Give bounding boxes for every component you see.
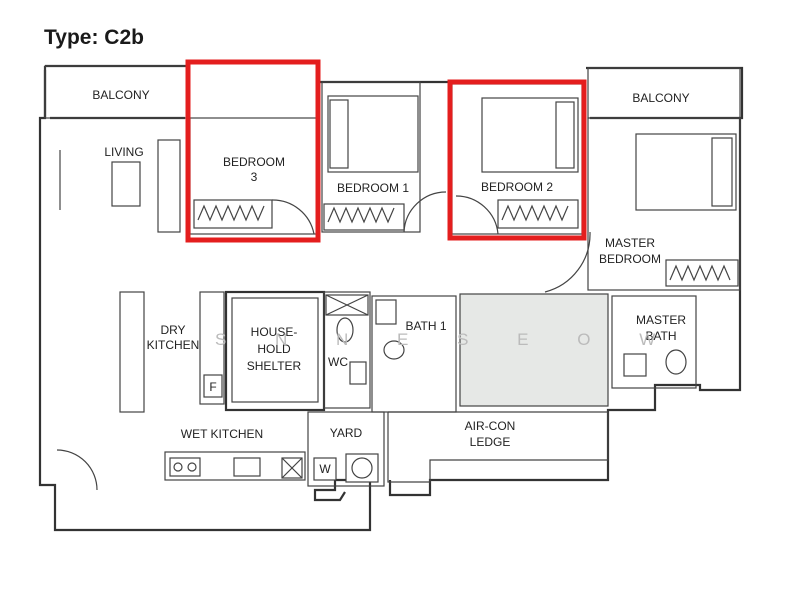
yard-label: YARD bbox=[330, 426, 363, 440]
bedroom-3: BEDROOM 3 bbox=[189, 117, 319, 235]
dryer bbox=[345, 453, 379, 483]
bedroom-1-wardrobe bbox=[323, 203, 405, 231]
shelter-label-line1: HOUSE- bbox=[251, 325, 298, 339]
bedroom-3-label-line2: 3 bbox=[251, 170, 258, 184]
bath-1-label: BATH 1 bbox=[405, 319, 446, 333]
bedroom-2: BEDROOM 2 bbox=[451, 83, 583, 235]
living-sofa bbox=[157, 139, 181, 233]
wc-basin bbox=[349, 361, 367, 385]
dry-kitchen-label-line1: DRY bbox=[160, 323, 185, 337]
shelter-label-line3: SHELTER bbox=[247, 359, 302, 373]
bedroom-2-wardrobe bbox=[497, 199, 579, 229]
bath-1-basin bbox=[375, 299, 397, 325]
living-table bbox=[111, 161, 141, 207]
master-bath-toilet bbox=[665, 349, 687, 375]
master-door bbox=[544, 231, 591, 293]
bedroom-1-label: BEDROOM 1 bbox=[337, 181, 409, 195]
household-shelter: HOUSE- HOLD SHELTER bbox=[224, 290, 326, 412]
bedroom-3-wardrobe bbox=[193, 199, 273, 229]
aircon-ledge-label-line1: AIR-CON bbox=[465, 419, 516, 433]
master-bath-label-line1: MASTER bbox=[636, 313, 686, 327]
wc-label: WC bbox=[328, 355, 348, 369]
wet-kitchen: WET KITCHEN bbox=[56, 427, 306, 491]
bedroom-2-label: BEDROOM 2 bbox=[481, 180, 553, 194]
bedroom-3-door bbox=[271, 199, 315, 235]
wet-kitchen-label: WET KITCHEN bbox=[181, 427, 263, 441]
plan-title: Type: C2b bbox=[44, 26, 144, 49]
shaded-area bbox=[459, 293, 609, 407]
bath-1-toilet bbox=[383, 340, 405, 360]
master-bath: MASTER BATH bbox=[611, 295, 697, 389]
bedroom-3-label-line1: BEDROOM bbox=[223, 155, 285, 169]
master-bath-label-line2: BATH bbox=[645, 329, 676, 343]
watermark: S N N E S E O W bbox=[215, 330, 677, 349]
bedroom-1-bed bbox=[327, 95, 419, 173]
fridge-label: F bbox=[209, 380, 216, 394]
washer-label: W bbox=[319, 462, 331, 476]
master-bedroom-label-line1: MASTER bbox=[605, 236, 655, 250]
master-bedroom-label-line2: BEDROOM bbox=[599, 252, 661, 266]
bedroom-1-door bbox=[403, 191, 447, 233]
balcony-left-label: BALCONY bbox=[92, 88, 149, 102]
aircon-ledge: AIR-CON LEDGE bbox=[387, 411, 609, 483]
fridge bbox=[203, 374, 223, 398]
highlight-bedroom-2 bbox=[447, 79, 587, 241]
aircon-ledge-label-line2: LEDGE bbox=[470, 435, 511, 449]
washing-machine bbox=[313, 457, 337, 481]
bath-1: BATH 1 bbox=[371, 295, 457, 413]
dry-kitchen-label-line2: KITCHEN bbox=[147, 338, 200, 352]
bedroom-2-bed bbox=[481, 97, 579, 173]
living-label: LIVING bbox=[104, 145, 143, 159]
dry-kitchen: F DRY KITCHEN bbox=[119, 291, 225, 413]
master-bed bbox=[635, 133, 737, 211]
sink bbox=[233, 457, 261, 477]
yard: W YARD bbox=[307, 411, 385, 487]
living-room: LIVING bbox=[59, 139, 181, 233]
wc-toilet bbox=[336, 317, 354, 343]
shelter-label-line2: HOLD bbox=[257, 342, 291, 356]
master-bath-basin bbox=[623, 353, 647, 377]
master-wardrobe bbox=[665, 259, 739, 287]
wc: WC bbox=[323, 291, 371, 409]
master-bedroom: MASTER BEDROOM bbox=[544, 117, 741, 293]
bedroom-2-door bbox=[455, 195, 499, 235]
highlight-bedroom-3 bbox=[185, 59, 321, 243]
balcony-right-label: BALCONY bbox=[632, 91, 689, 105]
bedroom-1: BEDROOM 1 bbox=[321, 81, 447, 233]
